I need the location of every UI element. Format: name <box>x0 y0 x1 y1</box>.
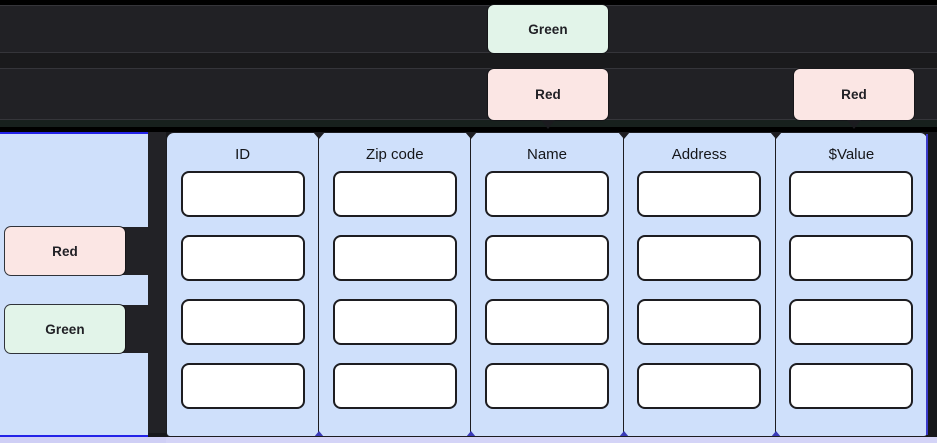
top-bar-accent-strip <box>0 120 937 127</box>
chip-green-top[interactable]: Green <box>488 5 608 53</box>
table-cell-input[interactable] <box>637 363 762 409</box>
table-right-edge <box>926 134 928 435</box>
table-column-zip-code: Zip code <box>319 133 478 436</box>
table-cell-input[interactable] <box>180 171 305 217</box>
table-cell-input[interactable] <box>485 363 609 409</box>
table-cell-input[interactable] <box>180 299 305 345</box>
table-cell-input[interactable] <box>332 171 457 217</box>
chip-red-center[interactable]: Red <box>488 69 608 120</box>
column-divider-marker-icon <box>313 133 326 139</box>
column-divider-marker-bottom-icon <box>314 431 325 436</box>
table-cell-input[interactable] <box>180 235 305 281</box>
column-header-value: $Value <box>828 146 875 163</box>
table-cell-input[interactable] <box>789 299 914 345</box>
top-bar-gap <box>0 53 937 68</box>
column-divider-marker-bottom-icon <box>770 431 781 436</box>
table-cell-input[interactable] <box>485 171 609 217</box>
column-divider-marker-bottom-icon <box>618 431 629 436</box>
column-header-name: Name <box>527 146 568 163</box>
data-table: ID Zip code Name <box>166 132 928 437</box>
table-cell-input[interactable] <box>332 299 457 345</box>
top-bar-shadow <box>0 127 937 132</box>
column-header-address: Address <box>671 146 727 163</box>
vertical-rail <box>148 132 166 433</box>
bottom-strip-right <box>166 437 937 443</box>
table-cell-input[interactable] <box>332 235 457 281</box>
pointer-down-icon-right <box>847 120 861 129</box>
table-column-name: Name <box>471 133 630 436</box>
table-cell-input[interactable] <box>637 235 762 281</box>
table-column-value: $Value <box>776 133 927 436</box>
table-column-id: ID <box>167 133 326 436</box>
column-divider-marker-icon <box>617 133 630 139</box>
table-cell-input[interactable] <box>789 171 914 217</box>
side-panel <box>0 132 148 437</box>
column-divider-marker-bottom-icon <box>466 431 477 436</box>
hairline-4 <box>0 119 937 120</box>
table-cell-input[interactable] <box>789 235 914 281</box>
hairline-1 <box>0 5 937 6</box>
pointer-down-icon-center <box>541 120 555 129</box>
table-cell-input[interactable] <box>789 363 914 409</box>
chip-red-side[interactable]: Red <box>5 227 125 275</box>
table-cell-input[interactable] <box>637 171 762 217</box>
column-divider-marker-icon <box>769 133 782 139</box>
chip-green-side[interactable]: Green <box>5 305 125 353</box>
column-header-zip-code: Zip code <box>366 146 424 163</box>
table-cell-input[interactable] <box>485 299 609 345</box>
table-cell-input[interactable] <box>180 363 305 409</box>
top-bar-upper <box>0 6 937 53</box>
table-cell-input[interactable] <box>332 363 457 409</box>
hairline-2 <box>0 52 937 53</box>
table-cell-input[interactable] <box>637 299 762 345</box>
top-bar-lower <box>0 69 937 120</box>
hairline-3 <box>0 68 937 69</box>
table-cell-input[interactable] <box>485 235 609 281</box>
column-divider-marker-icon <box>465 133 478 139</box>
main-region: Red Green ID Zip code <box>0 132 937 443</box>
table-column-address: Address <box>624 133 782 436</box>
chip-red-right[interactable]: Red <box>794 69 914 120</box>
column-header-id: ID <box>235 146 251 163</box>
